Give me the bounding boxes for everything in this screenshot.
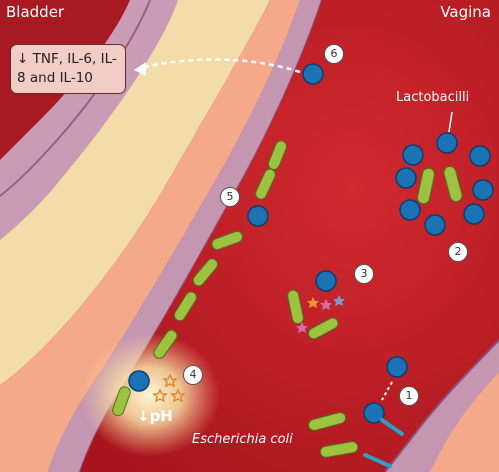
vagina-label: Vagina — [440, 3, 491, 21]
step-badge-6: 6 — [324, 44, 344, 64]
step-badge-3: 3 — [354, 264, 374, 284]
step-badge-5: 5 — [220, 187, 240, 207]
step-badge-4: 4 — [183, 365, 203, 385]
bladder-label: Bladder — [6, 3, 64, 21]
lactobacilli-label: Lactobacilli — [396, 90, 469, 105]
cytokine-callout: ↓ TNF, IL-6, IL-8 and IL-10 — [10, 44, 126, 94]
step-badge-2: 2 — [448, 242, 468, 262]
step-badge-1: 1 — [399, 386, 419, 406]
ecoli-label: Escherichia coli — [192, 432, 293, 447]
ph-label: ↓pH — [137, 407, 173, 425]
